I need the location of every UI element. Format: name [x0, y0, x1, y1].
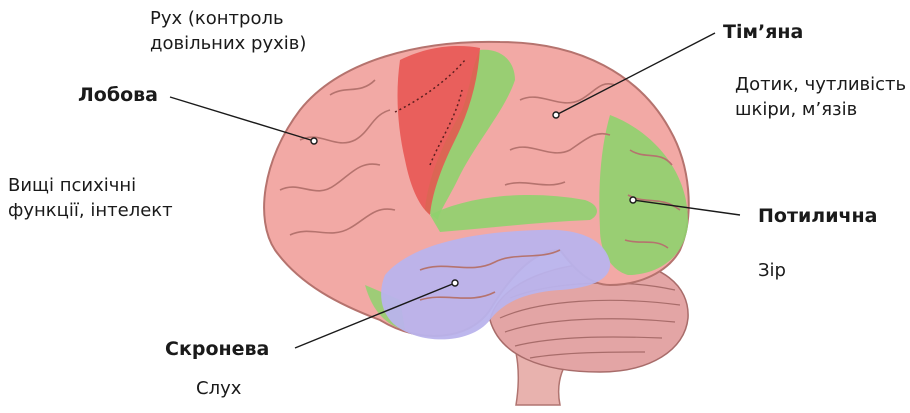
occipital-description: Зір	[758, 258, 786, 283]
motor-desc-line-1: Рух (контроль	[150, 6, 306, 31]
temporal-desc-line-1: Слух	[196, 376, 241, 401]
occipital-label: Потилична	[758, 204, 878, 229]
frontal-desc-line-1: Вищі психічні	[8, 173, 173, 198]
frontal-label: Лобова	[78, 83, 158, 108]
frontal-description: Вищі психічні функції, інтелект	[8, 173, 173, 223]
parietal-label: Тім’яна	[723, 20, 803, 45]
occipital-desc-line-1: Зір	[758, 258, 786, 283]
temporal-label: Скронева	[165, 337, 269, 362]
temporal-description: Слух	[196, 376, 241, 401]
parietal-description: Дотик, чутливість шкіри, м’язів	[735, 72, 906, 122]
motor-description: Рух (контроль довільних рухів)	[150, 6, 306, 56]
frontal-desc-line-2: функції, інтелект	[8, 198, 173, 223]
parietal-desc-line-2: шкіри, м’язів	[735, 97, 906, 122]
motor-desc-line-2: довільних рухів)	[150, 31, 306, 56]
parietal-desc-line-1: Дотик, чутливість	[735, 72, 906, 97]
